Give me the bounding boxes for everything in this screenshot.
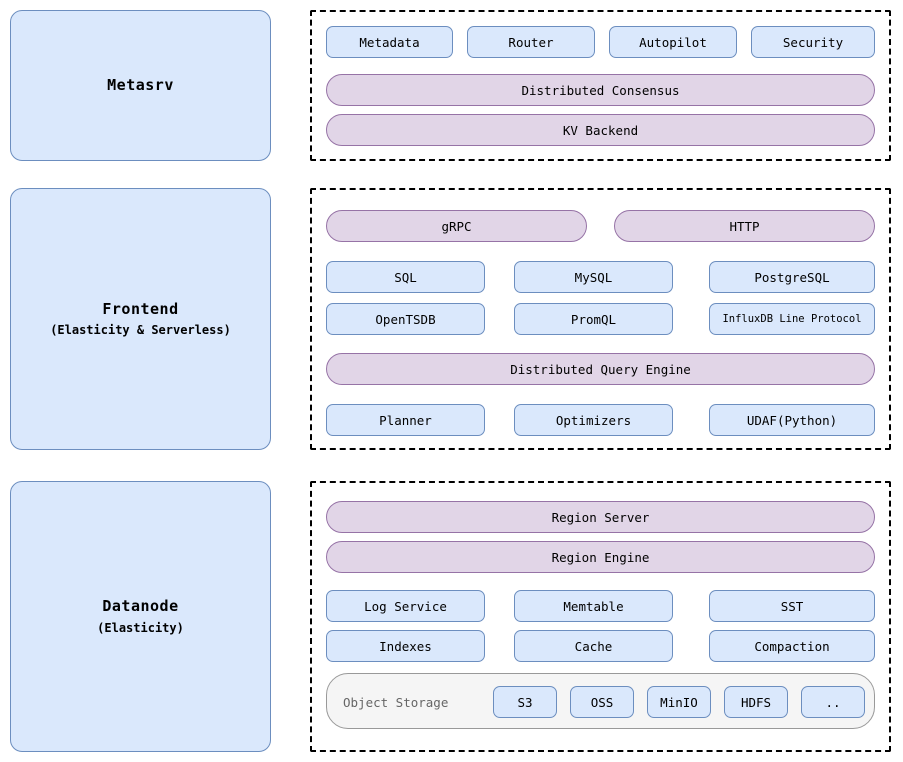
object-storage-label: Object Storage: [343, 694, 449, 710]
node-distributed-consensus[interactable]: Distributed Consensus: [326, 74, 875, 106]
node-autopilot[interactable]: Autopilot: [609, 26, 737, 58]
role-card-metasrv[interactable]: Metasrv: [10, 10, 271, 161]
node-planner[interactable]: Planner: [326, 404, 485, 436]
node-kv-backend[interactable]: KV Backend: [326, 114, 875, 146]
panel-datanode: Region Server Region Engine Log Service …: [310, 481, 891, 752]
node-minio[interactable]: MinIO: [647, 686, 711, 718]
node-memtable[interactable]: Memtable: [514, 590, 673, 622]
node-region-server[interactable]: Region Server: [326, 501, 875, 533]
node-influxdb-line-protocol[interactable]: InfluxDB Line Protocol: [709, 303, 875, 335]
node-hdfs[interactable]: HDFS: [724, 686, 788, 718]
node-postgresql[interactable]: PostgreSQL: [709, 261, 875, 293]
role-title: Datanode: [102, 597, 179, 616]
panel-metasrv: Metadata Router Autopilot Security Distr…: [310, 10, 891, 161]
node-cache[interactable]: Cache: [514, 630, 673, 662]
node-region-engine[interactable]: Region Engine: [326, 541, 875, 573]
node-http[interactable]: HTTP: [614, 210, 875, 242]
node-sql[interactable]: SQL: [326, 261, 485, 293]
node-promql[interactable]: PromQL: [514, 303, 673, 335]
node-grpc[interactable]: gRPC: [326, 210, 587, 242]
node-compaction[interactable]: Compaction: [709, 630, 875, 662]
node-log-service[interactable]: Log Service: [326, 590, 485, 622]
node-router[interactable]: Router: [467, 26, 595, 58]
node-s3[interactable]: S3: [493, 686, 557, 718]
role-card-datanode[interactable]: Datanode (Elasticity): [10, 481, 271, 752]
role-title: Frontend: [102, 299, 179, 318]
role-subtitle: (Elasticity & Serverless): [50, 323, 231, 338]
object-storage-container: Object Storage S3 OSS MinIO HDFS ..: [326, 673, 875, 729]
node-oss[interactable]: OSS: [570, 686, 634, 718]
node-indexes[interactable]: Indexes: [326, 630, 485, 662]
panel-frontend: gRPC HTTP SQL MySQL PostgreSQL OpenTSDB …: [310, 188, 891, 450]
node-distributed-query-engine[interactable]: Distributed Query Engine: [326, 353, 875, 385]
node-security[interactable]: Security: [751, 26, 875, 58]
node-sst[interactable]: SST: [709, 590, 875, 622]
role-card-frontend[interactable]: Frontend (Elasticity & Serverless): [10, 188, 271, 450]
node-optimizers[interactable]: Optimizers: [514, 404, 673, 436]
node-udaf-python[interactable]: UDAF(Python): [709, 404, 875, 436]
role-subtitle: (Elasticity): [97, 620, 184, 635]
node-metadata[interactable]: Metadata: [326, 26, 453, 58]
role-title: Metasrv: [107, 76, 174, 95]
node-opentsdb[interactable]: OpenTSDB: [326, 303, 485, 335]
node-mysql[interactable]: MySQL: [514, 261, 673, 293]
node-more-storage[interactable]: ..: [801, 686, 865, 718]
